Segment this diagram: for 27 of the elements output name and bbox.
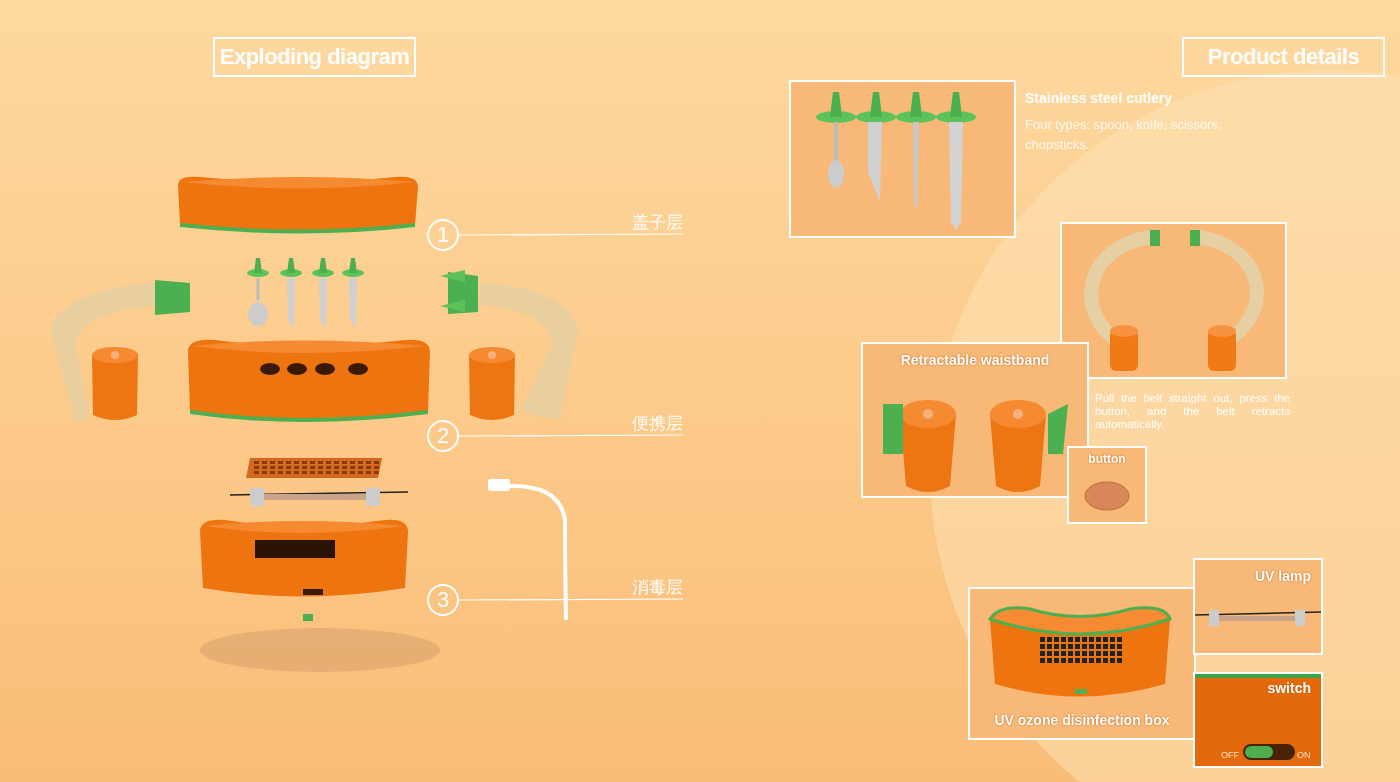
photo-caption: button	[1087, 452, 1127, 466]
layer-label: 消毒层	[462, 576, 683, 599]
layer-label: 便携层	[462, 412, 683, 435]
leader-line	[458, 598, 684, 601]
waistband-photo	[861, 342, 1089, 498]
button-photo	[1067, 446, 1147, 524]
waistband-photo	[1060, 222, 1287, 379]
layer-label: 盖子层	[462, 211, 683, 234]
callout-number: 3	[427, 584, 459, 616]
leader-line	[458, 233, 684, 236]
callout-number: 2	[427, 420, 459, 452]
photo-caption: switch	[1267, 680, 1311, 696]
switch-label: OFF	[1221, 750, 1239, 760]
description-heading: Stainless steel cutlery	[1025, 89, 1174, 108]
photo-caption: UV ozone disinfection box	[993, 712, 1171, 728]
cutlery-photo	[789, 80, 1016, 238]
disinfection-box-photo	[968, 587, 1196, 740]
photo-caption: Retractable waistband	[899, 352, 1051, 368]
description-text: Four types: spoon, knife, scissors, chopsticks.	[1025, 116, 1223, 154]
description-text: Pull the belt straight out, press the button, and the belt retracts automatically.	[1095, 392, 1290, 431]
photo-caption: UV lamp	[1255, 568, 1311, 584]
heading-box: Product details	[1182, 37, 1385, 77]
heading-box: Exploding diagram	[213, 37, 416, 77]
lamp-photo	[1193, 558, 1323, 655]
switch-label: ON	[1297, 750, 1311, 760]
callout-number: 1	[427, 219, 459, 251]
leader-line	[458, 434, 684, 437]
